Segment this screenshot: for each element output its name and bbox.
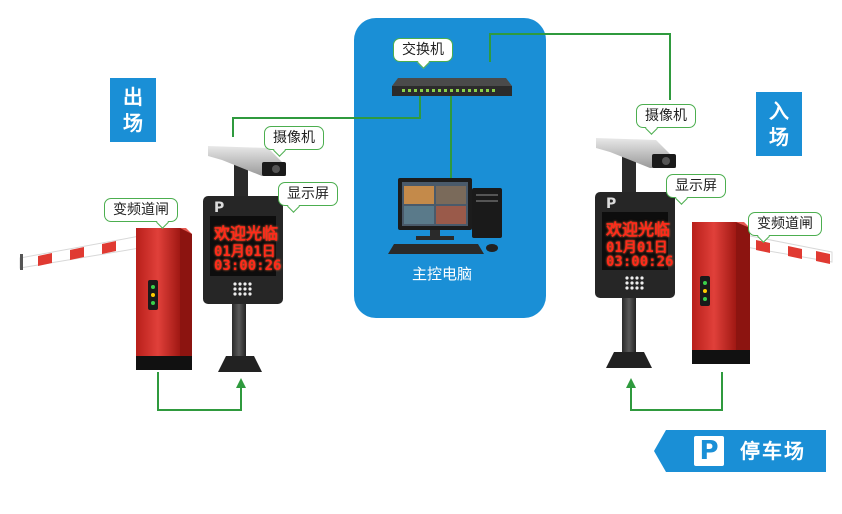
switch-label: 交换机: [393, 38, 453, 62]
entry-tag-char-2: 场: [769, 125, 789, 149]
left-barrier-arm-icon: [19, 235, 141, 270]
svg-text:P: P: [214, 200, 224, 216]
right-camera-icon: [596, 138, 676, 192]
connector-arrows: [236, 378, 636, 388]
left-led-line-1: 欢迎光临: [214, 224, 279, 243]
exit-tag: 出 场: [110, 78, 156, 142]
right-led-display-icon: P: [595, 192, 675, 298]
right-gate-label: 变频道闸: [748, 212, 822, 236]
connector-lines: [157, 33, 723, 411]
left-led-line-2: 01月01日: [214, 244, 276, 260]
right-led-line-1: 欢迎光临: [606, 220, 671, 239]
left-led-display-icon: P: [203, 196, 283, 304]
right-led-line-3: 03:00:26: [606, 254, 674, 270]
computer-icon: [388, 178, 502, 254]
entry-tag-char-1: 入: [769, 99, 789, 123]
left-gate-cabinet-icon: [136, 228, 192, 370]
network-switch-icon: [392, 78, 512, 96]
right-barrier-arm-icon: [739, 233, 833, 264]
left-led-line-3: 03:00:26: [214, 258, 282, 274]
parking-badge: P 停车场: [666, 430, 826, 472]
left-gate-label: 变频道闸: [104, 198, 178, 222]
right-gate-cabinet-icon: [692, 222, 750, 364]
parking-label: 停车场: [740, 439, 806, 463]
left-camera-label: 摄像机: [264, 126, 324, 150]
exit-tag-char-1: 出: [123, 85, 143, 109]
right-camera-label: 摄像机: [636, 104, 696, 128]
entry-tag: 入 场: [756, 92, 802, 156]
left-display-label: 显示屏: [278, 182, 338, 206]
left-camera-icon: [208, 146, 286, 196]
svg-text:P: P: [606, 196, 616, 212]
left-display-pole-icon: [218, 304, 262, 372]
parking-p-icon: P: [694, 436, 724, 466]
computer-label: 主控电脑: [412, 265, 473, 283]
right-display-label: 显示屏: [666, 174, 726, 198]
exit-tag-char-2: 场: [123, 111, 143, 135]
right-led-line-2: 01月01日: [606, 240, 668, 256]
right-display-pole-icon: [606, 298, 652, 368]
